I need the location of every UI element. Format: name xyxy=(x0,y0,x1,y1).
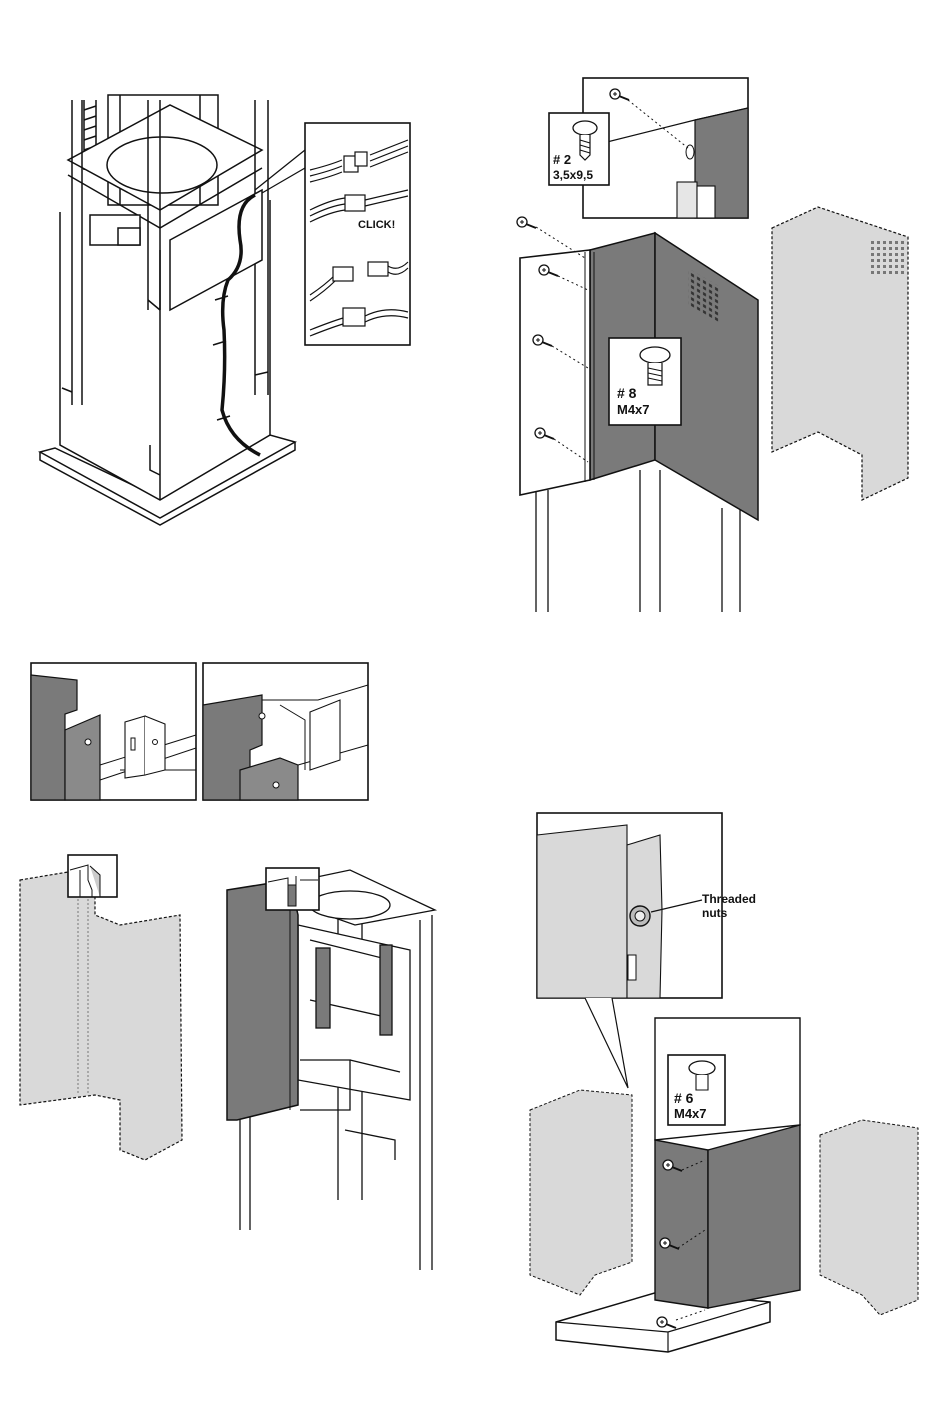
figure-wiring-detail: CLICK! xyxy=(255,123,410,345)
screw-2-code: # 2 xyxy=(553,152,571,167)
threaded-nuts-label-2: nuts xyxy=(702,906,728,920)
screw-8-size: M4x7 xyxy=(617,402,650,417)
figure-duct-top-detail: # 2 3,5x9,5 xyxy=(549,78,748,218)
screw-2-size: 3,5x9,5 xyxy=(553,168,593,182)
figure-duct-side xyxy=(517,207,908,612)
screw-6-code: # 6 xyxy=(674,1090,694,1106)
figure-bracket-detail-2 xyxy=(203,663,368,800)
figure-bracket-detail-1 xyxy=(31,663,196,800)
figure-wiring xyxy=(40,95,295,525)
threaded-nuts-label-1: Threaded xyxy=(702,892,756,906)
screw-6-size: M4x7 xyxy=(674,1106,707,1121)
figure-panel-dashed xyxy=(20,855,182,1160)
screw-8-code: # 8 xyxy=(617,385,637,401)
click-label: CLICK! xyxy=(358,219,395,231)
screw-8-callout: # 8 M4x7 xyxy=(609,338,681,425)
figure-column-with-panel xyxy=(227,868,435,1270)
figure-duct-bottom: # 6 M4x7 xyxy=(530,1018,918,1352)
